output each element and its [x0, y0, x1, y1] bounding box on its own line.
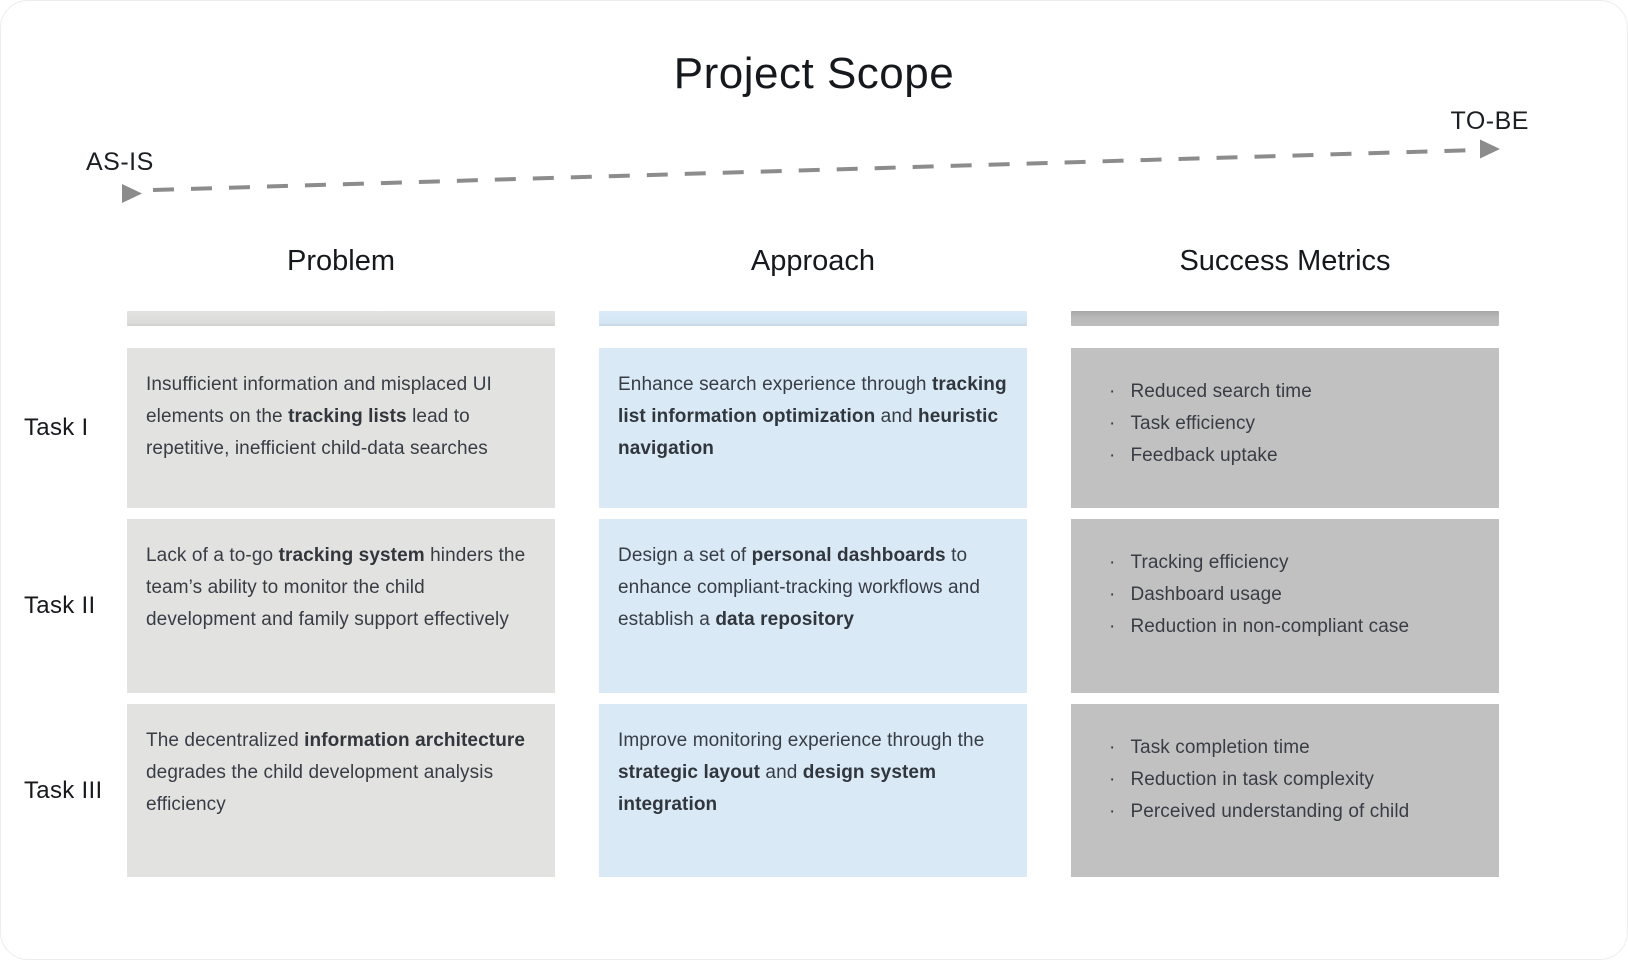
timeline-arrow — [122, 139, 1500, 203]
cell-task1-approach: Enhance search experience through tracki… — [599, 348, 1027, 508]
body-text: and — [760, 762, 803, 783]
body-text: Insufficient information and misplaced U… — [146, 374, 492, 427]
metric-text: Perceived understanding of child — [1130, 801, 1410, 822]
cell-task3-problem: The decentralized information architectu… — [127, 704, 555, 877]
arrow-end-head — [1480, 139, 1500, 159]
body-text: Design a set of — [618, 545, 752, 566]
cell-task2-problem: Lack of a to-go tracking system hinders … — [127, 519, 555, 693]
metric-item: · Perceived understanding of child — [1109, 796, 1483, 828]
task-label: Task II — [24, 592, 96, 619]
metric-item: · Task completion time — [1109, 732, 1483, 764]
column-strip-problem — [127, 311, 555, 326]
to-be-label: TO-BE — [1450, 107, 1529, 135]
bold-text: tracking lists — [288, 406, 407, 427]
body-text: degrades the child development analysis … — [146, 762, 494, 815]
column-strip-metrics — [1071, 311, 1499, 326]
column-strips — [1, 311, 1627, 326]
metric-text: Task completion time — [1130, 737, 1310, 758]
task-row-2: Task II Lack of a to-go tracking system … — [1, 519, 1627, 693]
body-text: The decentralized — [146, 730, 305, 751]
bold-text: personal dashboards — [751, 545, 946, 566]
column-header-approach: Approach — [750, 245, 876, 277]
body-text: hinders the team’s ability to monitor th… — [146, 545, 526, 630]
bullet-dot: · — [1109, 737, 1116, 758]
metric-text: Task efficiency — [1130, 413, 1256, 434]
cell-task3-metrics: · Task completion time · Reduction in task … — [1071, 704, 1499, 877]
bullet-dot: · — [1109, 381, 1116, 402]
bold-text: tracking system — [278, 545, 425, 566]
bullet-dot: · — [1109, 584, 1116, 605]
arrow-dashed-line — [152, 148, 1478, 192]
body-text: and — [875, 406, 919, 427]
metric-item: · Feedback uptake — [1109, 440, 1483, 472]
task-rows: Task I Insufficient information and misp… — [1, 348, 1627, 877]
body-text: Improve monitoring experience through th… — [618, 730, 985, 751]
cell-task1-problem: Insufficient information and misplaced U… — [127, 348, 555, 508]
bullet-dot: · — [1109, 445, 1116, 466]
page-title: Project Scope — [673, 49, 955, 98]
body-text: lead to repetitive, inefficient child-da… — [146, 406, 488, 459]
bullet-dot: · — [1109, 769, 1116, 790]
task-label: Task III — [24, 776, 103, 804]
cell-task2-metrics: · Tracking efficiency · Dashboard usage · Red… — [1071, 519, 1499, 693]
body-text: Enhance search experience through — [618, 374, 932, 395]
column-headers: Problem Approach Success Metrics — [1, 244, 1627, 278]
metric-item: · Reduction in non-compliant case — [1109, 611, 1483, 643]
cell-task2-approach: Design a set of personal dashboards to e… — [599, 519, 1027, 693]
metric-text: Tracking efficiency — [1130, 552, 1289, 573]
metric-item: · Reduction in task complexity — [1109, 764, 1483, 796]
metric-item: · Reduced search time — [1109, 376, 1483, 408]
cell-task1-metrics: · Reduced search time · Task efficiency · Fee… — [1071, 348, 1499, 508]
bold-text: design system integration — [618, 762, 937, 815]
metric-text: Feedback uptake — [1130, 445, 1278, 466]
task-row-3: Task III The decentralized information a… — [1, 704, 1627, 877]
bold-text: heuristic navigation — [618, 406, 999, 459]
cell-task3-approach: Improve monitoring experience through th… — [599, 704, 1027, 877]
metric-text: Reduction in non-compliant case — [1130, 616, 1410, 637]
metric-item: · Dashboard usage — [1109, 579, 1483, 611]
column-header-problem: Problem — [287, 245, 395, 277]
metric-item: · Tracking efficiency — [1109, 547, 1483, 579]
scope-matrix: Problem Approach Success Metrics Task I … — [1, 244, 1627, 877]
bold-text: information architecture — [304, 730, 526, 751]
bullet-dot: · — [1109, 801, 1116, 822]
body-text: to enhance compliant-tracking workflows … — [618, 545, 981, 630]
bullet-dot: · — [1109, 413, 1116, 434]
column-header-metrics: Success Metrics — [1179, 245, 1391, 277]
metric-text: Reduced search time — [1130, 381, 1312, 402]
metric-item: · Task efficiency — [1109, 408, 1483, 440]
bullet-dot: · — [1109, 552, 1116, 573]
metric-text: Reduction in task complexity — [1130, 769, 1375, 790]
as-is-label: AS-IS — [86, 148, 154, 176]
bullet-dot: · — [1109, 616, 1116, 637]
task-row-1: Task I Insufficient information and misp… — [1, 348, 1627, 508]
bold-text: strategic layout — [618, 762, 761, 783]
bold-text: data repository — [715, 609, 855, 630]
task-label: Task I — [24, 414, 89, 441]
column-strip-approach — [599, 311, 1027, 326]
arrow-start-head — [122, 184, 142, 203]
bold-text: tracking list information optimization — [618, 374, 1007, 427]
body-text: Lack of a to-go — [146, 545, 279, 566]
metric-text: Dashboard usage — [1130, 584, 1282, 605]
